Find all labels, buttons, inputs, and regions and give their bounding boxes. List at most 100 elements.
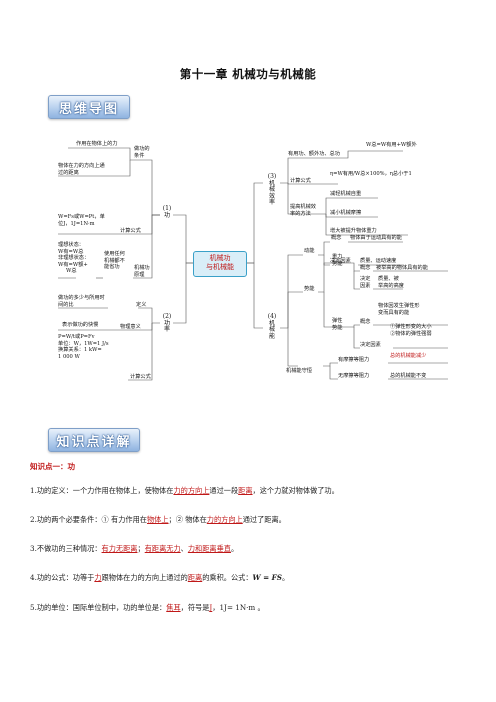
branch-work: (1) 功 (160, 205, 174, 219)
l2-b: 物体上 (146, 515, 169, 524)
energy-e-factor: 决定因素 (360, 342, 381, 348)
l4-g: 。 (281, 573, 290, 582)
energy-g-factor-text: 质量、被 举高的高度 (378, 276, 404, 289)
work-calc-formula-1: W=Fs或W=Pt，单 (58, 214, 105, 220)
energy-g-concept: 概念 (360, 265, 371, 271)
work-calc-node: 计算公式 (120, 228, 141, 234)
energy-k-factor-text: 质量、运动速度 (360, 258, 397, 264)
branch-power-label-1: 功 (163, 319, 170, 327)
egf-1: 决定 (360, 276, 371, 282)
l2-e: 通过了距离。 (242, 515, 286, 524)
branch-en-2: 械 (268, 326, 275, 334)
energy-e-factor-text: ①弹性形变的大小 ②物体的弹性强弱 (390, 324, 432, 337)
line-5: 5.功的单位：国际单位制中，功的单位是：焦耳，符号是J，1J= 1N·m 。 (30, 603, 265, 613)
power-def-node: 定义 (136, 302, 147, 308)
eg-1: 重力 (332, 254, 343, 260)
work-principle-node: 机械功 原理 (134, 265, 150, 278)
branch-en-1: 机 (268, 319, 275, 327)
wpm-1: 使用任何 (104, 251, 125, 257)
energy-conserve2-node: 无摩擦等阻力 (338, 373, 370, 379)
energy-g-factor: 决定 因素 (360, 276, 370, 289)
l5-b: 焦耳 (166, 603, 181, 612)
eg-2: 势能 (332, 260, 343, 267)
l5-d: J (209, 603, 213, 612)
branch-power-num: (2) (162, 313, 172, 320)
energy-kinetic: 动能 (304, 248, 315, 254)
energy-e-concept: 概念 (360, 319, 371, 325)
l1-d: 距离 (238, 486, 253, 495)
ee-1: 弹性 (332, 318, 343, 324)
branch-eff-3: 效 (268, 192, 275, 200)
pdt-1: 做功的多少与所用时 (58, 295, 105, 301)
l4-c: 跟物体在力的方向上通过的 (101, 573, 188, 582)
egf-2: 因素 (360, 282, 371, 289)
pf-2: 单位：W，1W=1 J/s (58, 340, 109, 347)
kp1-title: 知识点一：功 (30, 462, 75, 471)
energy-conserve: 机械能守恒 (286, 368, 312, 374)
l2-c: ；② 物体在 (168, 515, 207, 524)
wp-5: W总 (66, 268, 77, 275)
l5-e: ，1J= 1N·m 。 (212, 603, 265, 612)
wp-3: 非理想状态： (58, 255, 90, 262)
eff-useful-node: 有用功、额外功、总功 (288, 151, 340, 157)
line-1: 1.功的定义：一个力作用在物体上，使物体在力的方向上通过一段距离，这个力就对物体… (30, 486, 339, 496)
l1-e: ，这个力就对物体做了功。 (252, 486, 339, 495)
branch-eff-num: (3) (267, 173, 277, 180)
branch-eff-2: 械 (268, 186, 275, 194)
pf-1: P=W/t或P=Fv (58, 334, 95, 340)
l4-e: 的乘积。公式： (202, 573, 253, 582)
l3-a: 3.不做功的三种情况： (30, 544, 102, 553)
l4-b: 力 (94, 573, 102, 582)
wpm-3: 能省功 (104, 264, 120, 271)
knowledge-banner: 知识点详解 (48, 428, 140, 452)
l1-a: 1.功的定义：一个力作用在物体上，使物体在 (30, 486, 174, 495)
pf-3: 换算关系：1 kW= (58, 347, 102, 354)
work-calc-formula: W=Fs或W=Pt，单 位J，1J=1N·m (58, 214, 105, 227)
line-3: 3.不做功的三种情况：有力无距离；有距离无力、力和距离垂直。 (30, 544, 238, 554)
wp-1: 理想状态： (58, 242, 84, 248)
energy-k-concept: 概念 (331, 235, 342, 241)
eff-useful-formula: W总=W有用+W额外 (366, 142, 417, 148)
ee-2: 势能 (332, 324, 343, 331)
wp-4: W有=W额+ (58, 261, 88, 268)
wpn-1: 机械功 (134, 265, 150, 271)
energy-conserve1-text: 总的机械能减少 (390, 353, 427, 359)
energy-conserve2-text: 总的机械能不变 (390, 373, 427, 379)
energy-grav: 重力 势能 (332, 254, 342, 267)
energy-e-concept-text: 物体因发生弹性形 变而具有的能 (378, 303, 420, 316)
branch-efficiency: (3) 机 械 效 率 (264, 173, 280, 207)
branch-work-num: (1) (162, 205, 172, 212)
mindmap-banner: 思维导图 (48, 95, 130, 119)
pdt-2: 间的比 (58, 301, 74, 308)
energy-elastic: 弹性 势能 (332, 318, 342, 331)
mind-map: 机械功 与机械能 (1) 功 (2) 功 率 (3) 机 械 效 率 (4) 机… (48, 118, 468, 383)
line-2: 2.功的两个必要条件：① 有力作用在物体上；② 物体在力的方向上通过了距离。 (30, 515, 286, 525)
l3-f: 力和距离垂直 (187, 544, 231, 553)
eff-calc-formula: η=W有用/W总×100%，η总小于1 (330, 171, 412, 177)
l2-a: 2.功的两个必要条件：① 有力作用在 (30, 515, 147, 524)
l4-f: W = FS (252, 573, 282, 582)
wp-2: W有=W总 (58, 248, 84, 255)
work-cond-node-2: 条件 (134, 152, 145, 159)
power-meaning-text: 表示做功的快慢 (62, 322, 99, 328)
l3-e: 、 (180, 544, 188, 553)
energy-conserve1-node: 有摩擦等阻力 (338, 357, 370, 363)
egft-2: 举高的高度 (378, 282, 404, 289)
work-cond-node-1: 做功的 (134, 146, 150, 152)
branch-en-num: (4) (267, 313, 277, 320)
branch-energy: (4) 机 械 能 (264, 313, 280, 340)
power-def-text: 做功的多少与所用时 间的比 (58, 295, 105, 308)
eff-calc-node: 计算公式 (290, 178, 311, 184)
branch-eff-4: 率 (268, 199, 275, 207)
knowledge-banner-label: 知识点详解 (56, 435, 132, 450)
eect-1: 物体因发生弹性形 (378, 303, 420, 309)
l3-b: 有力无距离 (101, 544, 138, 553)
ern-1: 提高机械效 (290, 204, 316, 210)
branch-power: (2) 功 率 (160, 313, 174, 334)
work-cond2-1: 物体在力的方向上通 (58, 163, 105, 169)
work-principle-text: 理想状态： W有=W总 非理想状态： W有=W额+ W总 (58, 242, 89, 275)
branch-power-label-2: 率 (163, 326, 170, 334)
energy-potential: 势能 (304, 286, 315, 292)
work-calc-formula-2: 位J，1J=1N·m (58, 220, 95, 227)
eeft-1: ①弹性形变的大小 (390, 324, 432, 330)
